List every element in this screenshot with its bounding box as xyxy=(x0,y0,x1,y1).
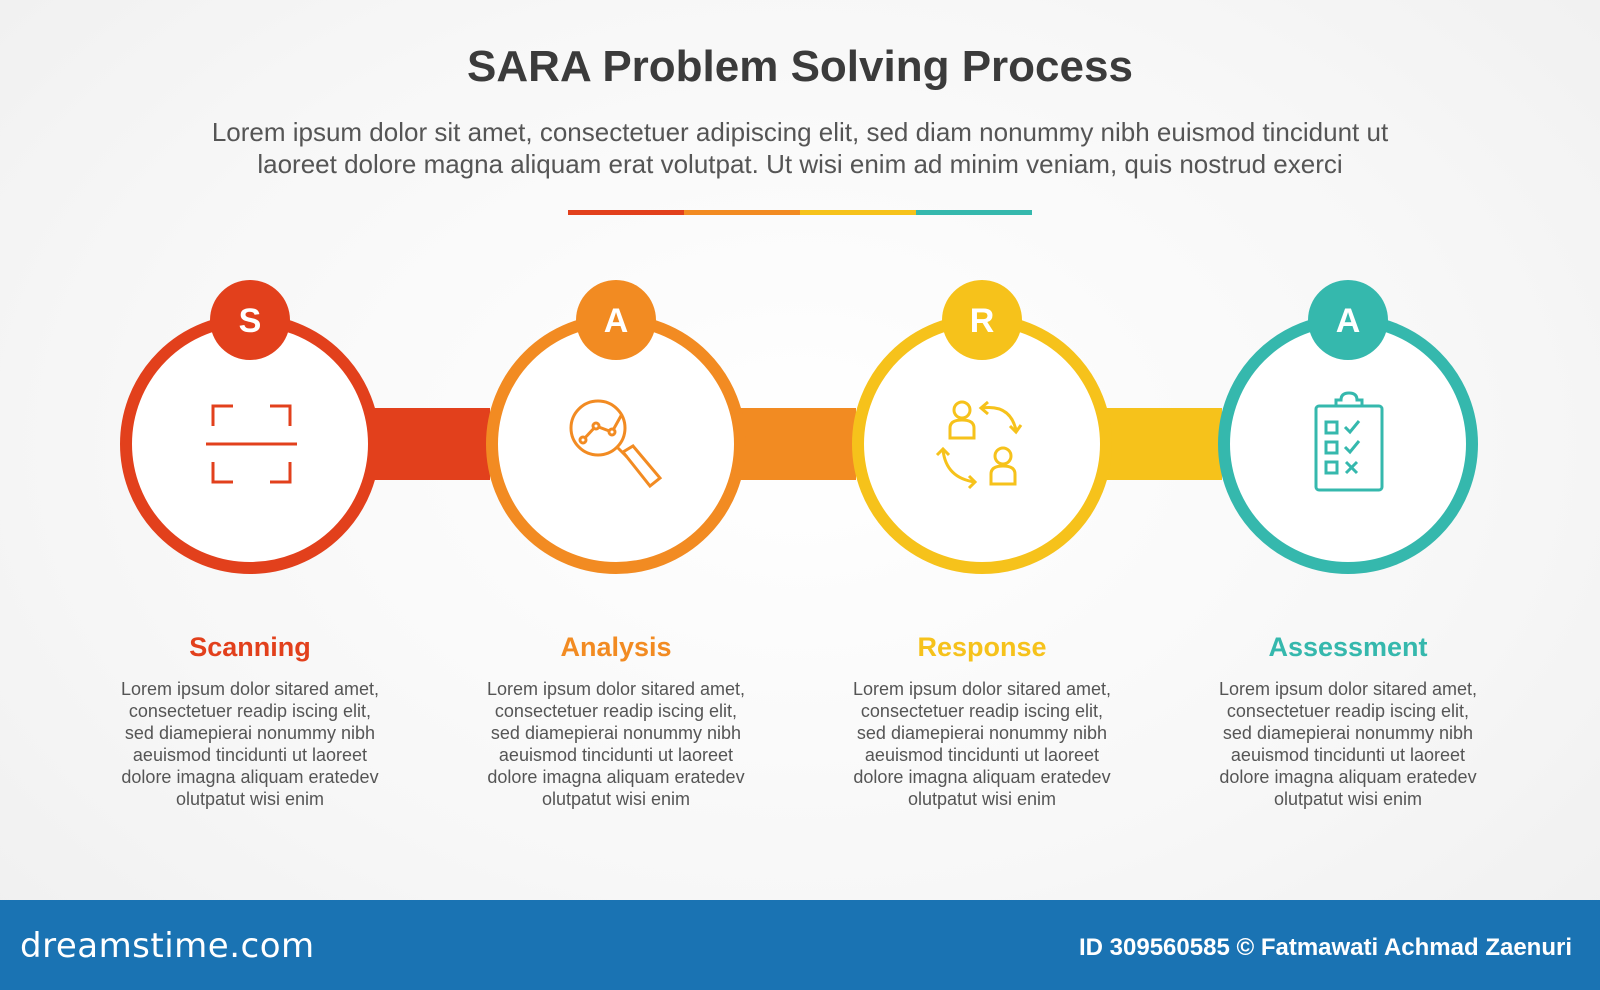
divider-segment-assessment xyxy=(916,210,1032,215)
page-subtitle: Lorem ipsum dolor sit amet, consectetuer… xyxy=(120,116,1480,180)
brand-logo: dreamstime.com xyxy=(20,926,315,966)
step-description-analysis: Lorem ipsum dolor sitared amet, consecte… xyxy=(486,679,746,809)
step-description-assessment: Lorem ipsum dolor sitared amet, consecte… xyxy=(1218,679,1478,809)
step-response: R xyxy=(852,280,1112,574)
divider-segment-scanning xyxy=(568,210,684,215)
magnifier-analysis-icon xyxy=(569,399,663,489)
step-assessment: A xyxy=(1218,280,1478,574)
step-letter: A xyxy=(1336,302,1361,340)
connector-scanning-analysis xyxy=(370,408,490,480)
divider-segment-response xyxy=(800,210,916,215)
clipboard-checklist-icon xyxy=(1314,391,1384,492)
step-letter: A xyxy=(604,302,629,340)
title-divider xyxy=(568,210,1032,215)
letter-badge-assessment xyxy=(1308,280,1388,360)
letter-badge-response xyxy=(942,280,1022,360)
divider-segment-analysis xyxy=(684,210,800,215)
step-analysis: A xyxy=(486,280,746,574)
step-label-response: Response xyxy=(917,632,1047,662)
subtitle-line-1: Lorem ipsum dolor sit amet, consectetuer… xyxy=(211,117,1389,147)
connector-analysis-response xyxy=(736,408,856,480)
step-letter: S xyxy=(239,302,262,340)
letter-badge-analysis xyxy=(576,280,656,360)
image-credit: ID 309560585 © Fatmawati Achmad Zaenuri xyxy=(1079,934,1572,961)
letter-badge-scanning xyxy=(210,280,290,360)
step-label-scanning: Scanning xyxy=(189,632,311,662)
step-description-scanning: Lorem ipsum dolor sitared amet, consecte… xyxy=(120,679,380,809)
footer-bar: dreamstime.com ID 309560585 © Fatmawati … xyxy=(0,900,1600,990)
page-title: SARA Problem Solving Process xyxy=(467,42,1133,91)
scan-frame-icon xyxy=(206,404,297,484)
connector-response-assessment xyxy=(1102,408,1222,480)
step-label-analysis: Analysis xyxy=(560,632,672,662)
subtitle-line-2: laoreet dolore magna aliquam erat volutp… xyxy=(257,149,1343,179)
step-letter: R xyxy=(970,302,995,340)
step-label-assessment: Assessment xyxy=(1268,632,1428,662)
step-scanning: S xyxy=(120,280,380,574)
people-exchange-icon xyxy=(935,400,1023,490)
step-description-response: Lorem ipsum dolor sitared amet, consecte… xyxy=(852,679,1112,809)
